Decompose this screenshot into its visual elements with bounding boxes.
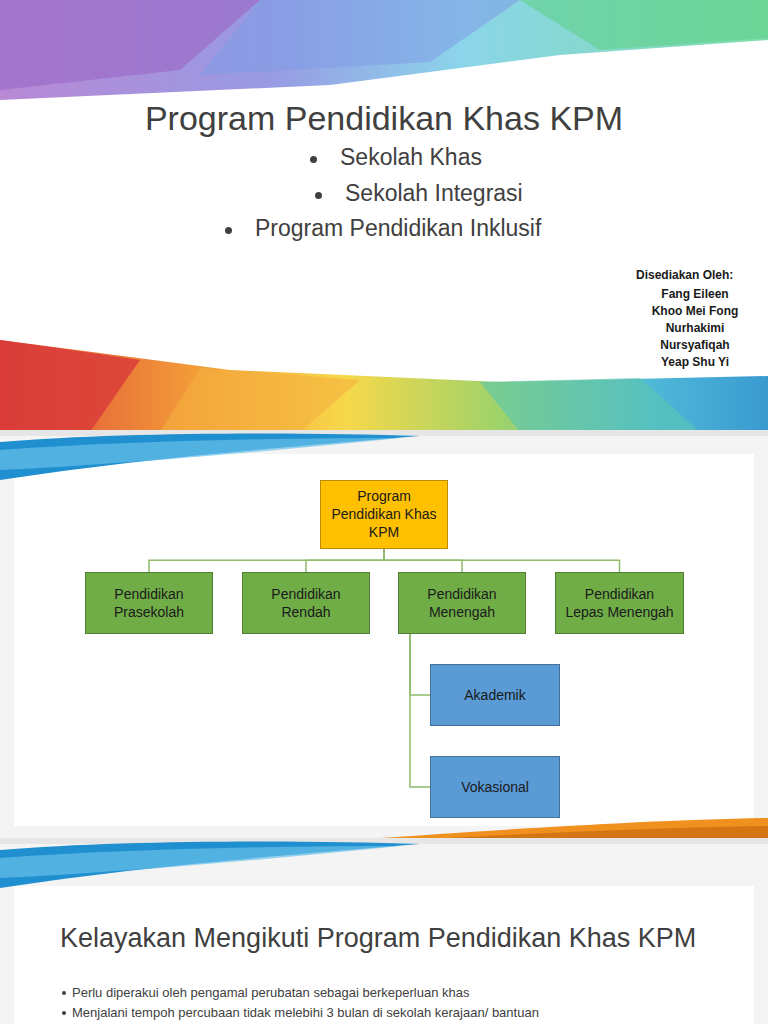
slide-ground [0,0,768,432]
level-box: Pendidikan Rendah [242,572,370,634]
box-text: Pendidikan Lepas Menengah [564,585,675,621]
level-box: Pendidikan Lepas Menengah [555,572,684,634]
stream-box: Akademik [430,664,560,726]
bullet-item: Menjalani tempoh percubaan tidak melebih… [72,1005,752,1021]
box-text: Akademik [464,686,525,704]
bullet-item: Perlu diperakui oleh pengamal perubatan … [72,985,752,1001]
level-box: Pendidikan Menengah [398,572,526,634]
bottom-facet [480,378,700,432]
bullet-item: Sekolah Integrasi [345,180,605,208]
top-facet [0,0,260,90]
blue-swoosh [0,842,420,888]
root-box: Program Pendidikan Khas KPM [320,480,448,549]
blue-swoosh [0,434,420,480]
top-facet [520,0,768,50]
tree-connector [384,549,620,572]
box-text: Pendidikan Menengah [407,585,517,621]
slide-title: Program Pendidikan Khas KPM [0,98,768,139]
tree-connector [306,549,384,572]
stream-box: Vokasional [430,756,560,818]
author-name: Yeap Shu Yi [636,355,754,369]
author-heading: Disediakan Oleh: [636,268,764,282]
orange-swoosh [450,826,768,838]
slide-ground [0,436,768,838]
author-name: Nursyafiqah [636,338,754,352]
bullet-item: Sekolah Khas [340,144,600,172]
top-band [0,0,768,100]
author-name: Fang Eileen [636,287,754,301]
box-text: Pendidikan Prasekolah [94,585,204,621]
bullet-item: Program Pendidikan Inklusif [255,215,675,243]
box-text: Vokasional [461,778,529,796]
slide-panel [14,886,754,1024]
top-facet [200,0,520,75]
blue-swoosh [0,846,400,878]
box-text: Pendidikan Rendah [251,585,361,621]
tree-connector [410,634,430,787]
orange-swoosh [380,818,768,838]
slide-panel [14,454,754,826]
bottom-band [0,340,768,432]
author-name: Nurhakimi [636,321,754,335]
box-text: Program Pendidikan Khas KPM [329,487,439,542]
blue-swoosh [0,438,400,470]
slide-ground [0,844,768,1024]
tree-connector [410,634,430,695]
slide-heading: Kelayakan Mengikuti Program Pendidikan K… [60,922,760,954]
bottom-facet [0,340,140,432]
author-name: Khoo Mei Fong [636,304,754,318]
tree-connector [149,549,384,572]
bottom-facet [160,368,360,432]
level-box: Pendidikan Prasekolah [85,572,213,634]
